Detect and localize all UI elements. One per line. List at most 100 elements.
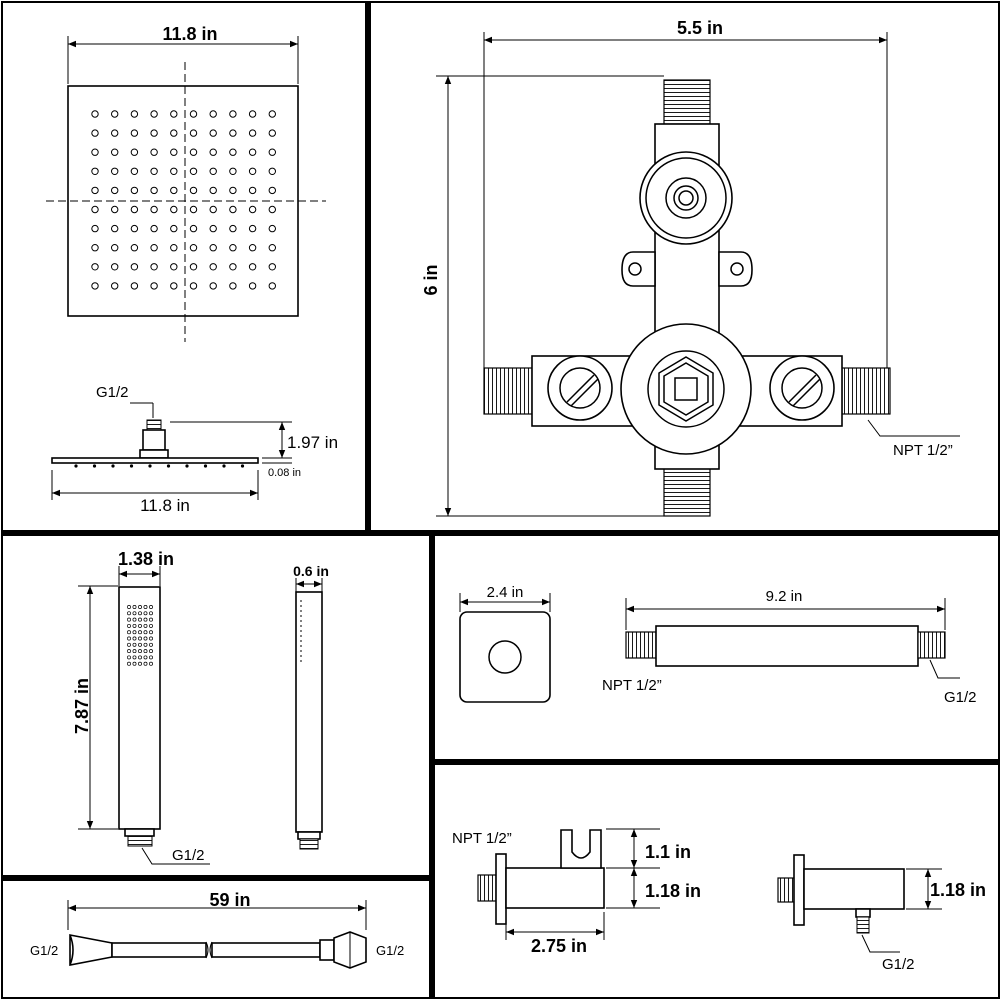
valve-width-label: 5.5 in: [677, 18, 723, 38]
hand-nozzle: [127, 630, 131, 635]
hand-nozzle: [132, 649, 137, 654]
nozzle: [229, 205, 237, 214]
hand-nozzle: [132, 623, 137, 628]
nozzle: [209, 224, 217, 233]
hand-nozzle: [149, 605, 153, 609]
nozzle: [268, 205, 276, 214]
nozzle: [248, 205, 257, 214]
hand-nozzle: [127, 655, 131, 660]
hose-panel: 59 in G1/2 G1/2: [30, 890, 404, 969]
hand-nozzle: [143, 636, 148, 641]
side-nozzle: [203, 464, 208, 468]
nozzle: [111, 205, 119, 214]
hose-length-label: 59 in: [209, 890, 250, 910]
hand-nozzle: [143, 605, 148, 609]
hose-tube-right: [211, 942, 321, 958]
valve-height-label: 6 in: [421, 264, 441, 295]
hand-nozzle: [132, 655, 137, 660]
nozzle: [189, 148, 198, 156]
valve-central-hub: [620, 323, 752, 455]
hand-nozzle: [127, 642, 131, 647]
hand-nozzle: [143, 661, 148, 666]
nozzle: [130, 167, 139, 176]
hand-nozzle: [149, 623, 153, 628]
hand-nozzle: [138, 661, 142, 666]
hand-nozzle: [138, 630, 142, 635]
hand-shower-side: [295, 591, 323, 833]
side-nozzle: [129, 464, 134, 468]
nozzle: [111, 148, 119, 156]
nozzle: [130, 263, 139, 271]
side-nozzle: [222, 464, 226, 468]
hand-nozzle: [143, 630, 148, 635]
hand-nozzle: [138, 636, 142, 641]
hand-nozzle: [127, 617, 131, 622]
valve-outlet-thread-label: NPT 1/2”: [893, 442, 953, 459]
rain-head-side-nozzles: [74, 464, 245, 468]
nozzle: [91, 129, 99, 137]
rain-head-width-bottom-label: 11.8 in: [140, 496, 190, 515]
nozzle: [170, 244, 178, 252]
hand-nozzle: [132, 605, 137, 609]
nozzle: [170, 167, 178, 176]
hand-nozzle: [127, 611, 131, 616]
valve-top-thread: [663, 79, 711, 125]
wall-supply-outlet-thread-label: G1/2: [882, 956, 915, 973]
nozzle: [91, 205, 99, 214]
wall-supply-flange: [495, 853, 507, 925]
nozzle: [150, 224, 158, 233]
hand-shower-front: [118, 586, 161, 830]
nozzle: [229, 167, 237, 176]
nozzle: [91, 186, 99, 195]
hand-nozzle: [132, 611, 137, 616]
nozzle: [229, 244, 237, 252]
nozzle: [170, 205, 178, 214]
nozzle: [248, 224, 257, 233]
hose-left-thread-label: G1/2: [30, 943, 58, 958]
nozzle: [170, 263, 178, 271]
shower-arm-inlet-thread-label: NPT 1/2”: [602, 677, 662, 694]
nozzle: [209, 282, 217, 290]
hand-nozzle: [132, 661, 137, 666]
hand-nozzle: [149, 617, 153, 622]
hand-nozzle: [132, 630, 137, 635]
nozzle: [150, 148, 158, 156]
nozzle: [130, 148, 139, 156]
hand-nozzle: [149, 649, 153, 654]
nozzle: [150, 263, 158, 271]
hand-nozzle: [127, 661, 131, 666]
hand-nozzle: [138, 642, 142, 647]
nozzle: [150, 282, 158, 290]
valve-bottom-thread: [663, 467, 711, 517]
hand-nozzle: [132, 636, 137, 641]
side-nozzle: [92, 464, 97, 468]
wall-supply-body-2: [803, 868, 905, 910]
nozzle: [170, 110, 178, 118]
shower-arm-panel: 2.4 in 9.2 in NPT 1/2” G1/2: [459, 584, 977, 706]
nozzle: [248, 282, 257, 290]
nozzle: [189, 129, 198, 137]
nozzle: [229, 110, 237, 118]
nozzle: [209, 263, 217, 271]
nozzle: [130, 205, 139, 214]
nozzle: [268, 263, 276, 271]
hand-shower-length-label: 7.87 in: [72, 678, 92, 734]
wall-supply-body: [505, 867, 605, 909]
nozzle: [130, 129, 139, 137]
rain-head-height-label: 1.97 in: [287, 433, 338, 452]
hose-right-thread-label: G1/2: [376, 943, 404, 958]
nozzle: [209, 205, 217, 214]
side-nozzle: [111, 464, 115, 468]
hand-nozzle: [149, 611, 153, 616]
wall-supply-holder: [560, 829, 602, 869]
side-nozzle: [166, 464, 171, 468]
nozzle: [111, 129, 119, 137]
nozzle: [248, 244, 257, 252]
hand-nozzle: [127, 605, 131, 609]
nozzle: [91, 167, 99, 176]
nozzle: [248, 110, 257, 118]
nozzle: [170, 224, 178, 233]
nozzle: [189, 205, 198, 214]
nozzle: [170, 148, 178, 156]
